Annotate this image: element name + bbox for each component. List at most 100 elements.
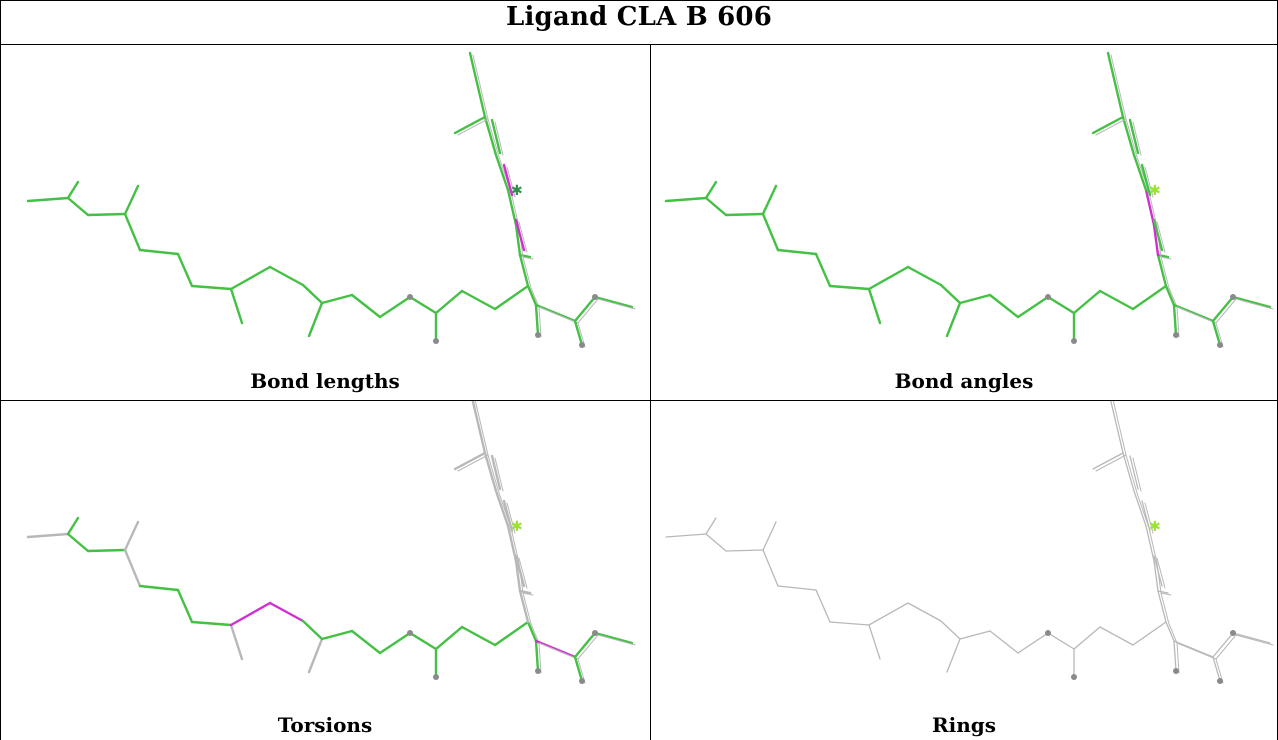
bond — [307, 637, 324, 674]
ring-shadow-bond — [1235, 298, 1274, 310]
atom — [1173, 332, 1179, 338]
bond — [573, 631, 597, 659]
bond — [268, 601, 305, 623]
bond — [350, 293, 382, 319]
bond — [190, 284, 233, 291]
bond — [123, 212, 142, 252]
bond — [502, 163, 514, 197]
ring-shadow-bond — [1168, 287, 1178, 308]
bond — [1165, 621, 1175, 642]
bond — [958, 293, 992, 305]
bond — [939, 283, 962, 305]
bond — [1211, 319, 1222, 347]
ring-shadow-bond — [1176, 642, 1180, 674]
bond — [534, 303, 577, 323]
bond — [301, 283, 324, 305]
bond — [867, 287, 882, 325]
bond — [1144, 188, 1156, 227]
bond — [526, 284, 538, 307]
bond — [506, 524, 518, 563]
row-divider — [0, 400, 1278, 401]
ring-shadow-bond — [494, 457, 504, 492]
bond — [1173, 640, 1177, 672]
ring-shadow-bond — [1125, 118, 1138, 158]
bond — [483, 451, 498, 493]
atom — [407, 294, 413, 300]
bond — [453, 115, 487, 135]
ring-shadow-bond — [1176, 642, 1217, 660]
atom — [1217, 342, 1223, 348]
ring-shadow-bond — [518, 557, 528, 589]
bond — [123, 184, 140, 216]
bond — [724, 212, 765, 217]
bond — [514, 218, 526, 252]
bond — [762, 549, 779, 587]
atom — [1173, 668, 1179, 674]
bond — [593, 295, 634, 309]
atom — [579, 342, 585, 348]
bond — [1153, 560, 1159, 592]
bond — [1152, 218, 1164, 252]
atom — [535, 332, 541, 338]
bond — [945, 301, 962, 338]
bond — [868, 602, 909, 626]
ring-shadow-bond — [510, 191, 520, 228]
ring-shadow-bond — [538, 306, 579, 324]
ring-shadow-bond — [1144, 502, 1154, 534]
bond — [940, 620, 961, 640]
ring-shadow-bond — [1176, 306, 1217, 324]
bond — [66, 180, 80, 200]
ring-shadow-bond — [1168, 623, 1178, 644]
bond — [229, 601, 272, 627]
bond — [1140, 163, 1152, 197]
ring-shadow-bond — [522, 256, 534, 260]
bond — [490, 454, 502, 491]
molecule-bond-lengths: ✱ — [26, 51, 636, 348]
bond — [26, 196, 70, 203]
bond — [518, 589, 530, 624]
bond — [378, 631, 412, 655]
bond — [1232, 632, 1271, 644]
bond — [1106, 51, 1125, 119]
ring-shadow-bond — [1095, 454, 1127, 472]
bond — [1121, 115, 1136, 157]
panel-torsions: ✱ — [0, 401, 650, 711]
bond — [705, 517, 717, 535]
ring-shadow-bond — [1160, 256, 1172, 260]
bond — [1098, 289, 1135, 311]
ring-shadow-bond — [1148, 191, 1158, 228]
bond — [907, 602, 942, 622]
bond — [573, 319, 584, 347]
bond — [86, 212, 127, 217]
bond — [138, 248, 180, 256]
ring-shadow-bond — [577, 634, 599, 660]
atom — [1045, 294, 1051, 300]
bond — [493, 284, 530, 311]
ring-shadow-bond — [518, 221, 528, 253]
bond — [493, 620, 530, 647]
ring-shadow-bond — [538, 642, 579, 660]
title-divider — [0, 44, 1278, 45]
ring-shadow-bond — [1160, 592, 1170, 625]
column-divider — [650, 44, 651, 740]
bond — [229, 623, 244, 661]
bond — [959, 630, 991, 640]
bond — [534, 639, 540, 673]
bond — [988, 293, 1020, 319]
bond — [1131, 284, 1168, 311]
magnesium-atom-icon: ✱ — [511, 519, 523, 535]
bond — [1132, 621, 1167, 646]
bond — [1157, 590, 1169, 594]
bond — [814, 252, 832, 288]
bond — [26, 532, 70, 539]
ring-shadow-bond — [597, 298, 636, 310]
bond — [434, 625, 464, 651]
atom — [1071, 674, 1077, 680]
bond — [1156, 253, 1170, 259]
ring-shadow-bond — [1160, 256, 1170, 289]
bond — [1231, 295, 1272, 309]
bond — [593, 631, 634, 645]
bond — [704, 196, 728, 217]
bond — [829, 621, 870, 626]
bond — [1153, 555, 1163, 587]
